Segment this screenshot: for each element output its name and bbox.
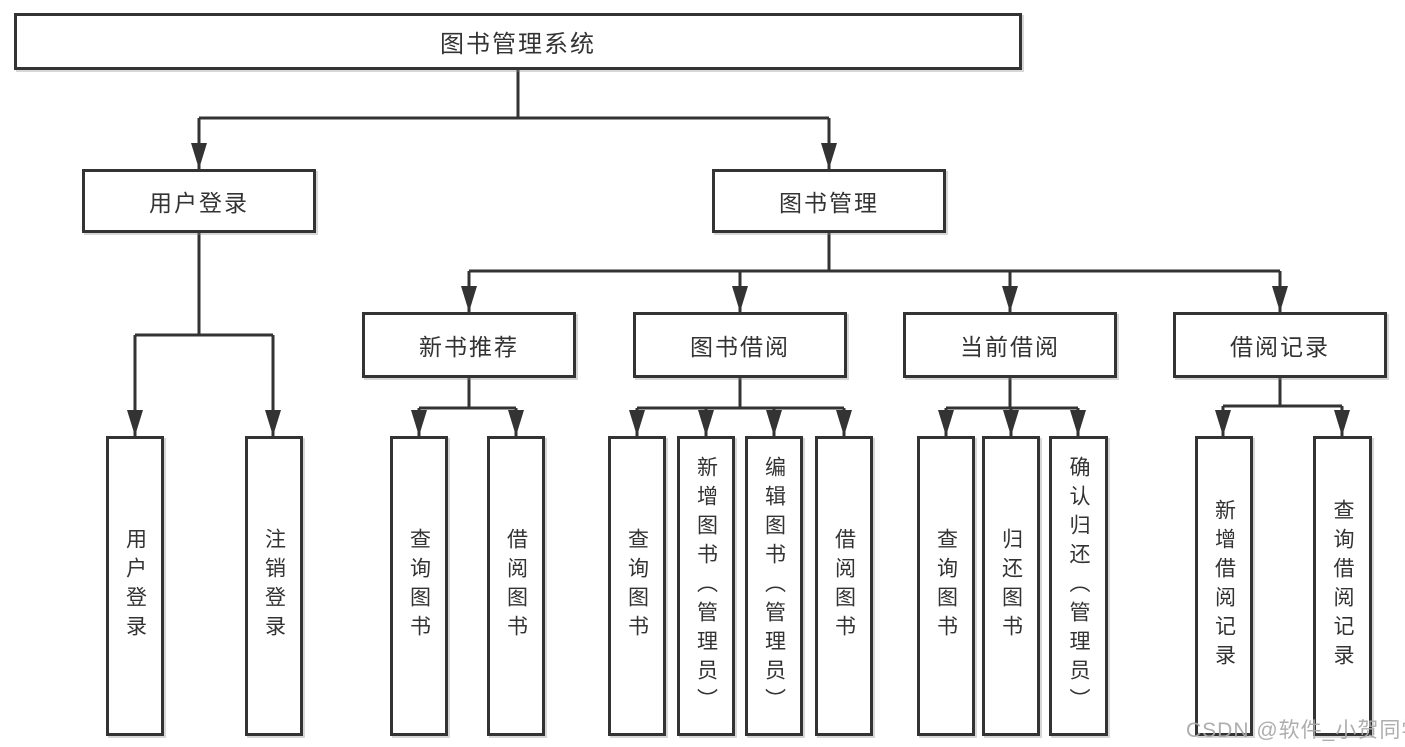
leaf-query-books-recommend: 查询图书 — [390, 436, 448, 736]
leaf-logout: 注销登录 — [245, 436, 303, 736]
node-new-book-recommendation: 新书推荐 — [362, 312, 576, 378]
node-borrowing-records: 借阅记录 — [1173, 312, 1387, 378]
arrowhead — [836, 410, 852, 436]
arrowhead — [127, 410, 143, 436]
arrowhead — [1070, 410, 1086, 436]
arrowhead — [461, 286, 477, 312]
arrowhead — [821, 143, 837, 169]
leaf-return-books: 归还图书 — [982, 436, 1040, 736]
arrowhead — [629, 410, 645, 436]
connector-book-management — [467, 233, 1282, 312]
connector-root — [197, 70, 831, 169]
node-book-borrowing: 图书借阅 — [633, 312, 847, 378]
arrowhead — [265, 410, 281, 436]
leaf-edit-books-admin: 编辑图书（管理员） — [745, 436, 803, 736]
leaf-borrow-books: 借阅图书 — [815, 436, 873, 736]
leaf-query-borrow-record: 查询借阅记录 — [1313, 436, 1372, 736]
arrowhead — [698, 410, 714, 436]
node-current-borrowing: 当前借阅 — [903, 312, 1117, 378]
connector-book-borrowing — [635, 378, 846, 436]
leaf-query-books-borrow: 查询图书 — [608, 436, 666, 736]
node-book-management: 图书管理 — [712, 169, 946, 233]
leaf-add-books-admin: 新增图书（管理员） — [677, 436, 735, 736]
node-user-login: 用户登录 — [82, 169, 316, 233]
arrowhead — [1334, 410, 1350, 436]
arrowhead — [1003, 410, 1019, 436]
connector-new-book — [417, 378, 518, 436]
leaf-query-books-current: 查询图书 — [917, 436, 975, 736]
connector-borrowing-records — [1221, 378, 1344, 436]
arrowhead — [1272, 286, 1288, 312]
csdn-watermark: CSDN @软件_小贺同学 — [1186, 719, 1405, 742]
arrowhead — [1215, 410, 1231, 436]
arrowhead — [508, 410, 524, 436]
leaf-user-login: 用户登录 — [106, 436, 164, 736]
arrowhead — [1002, 286, 1018, 312]
arrowhead — [411, 410, 427, 436]
node-library-system: 图书管理系统 — [14, 13, 1022, 70]
arrowhead — [732, 286, 748, 312]
leaf-borrow-books-recommend: 借阅图书 — [487, 436, 545, 736]
leaf-confirm-return-admin: 确认归还（管理员） — [1049, 436, 1108, 736]
connector-user-login — [133, 233, 275, 436]
arrowhead — [938, 410, 954, 436]
leaf-add-borrow-record: 新增借阅记录 — [1195, 436, 1253, 736]
arrowhead — [191, 143, 207, 169]
arrowhead — [766, 410, 782, 436]
